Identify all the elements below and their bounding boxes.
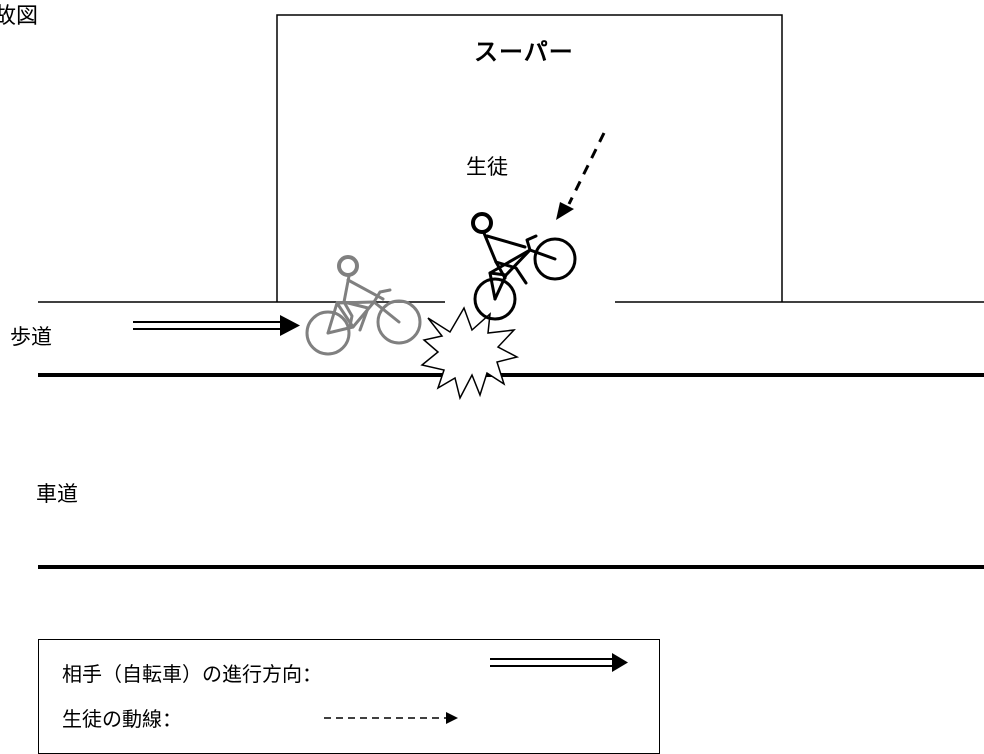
store-label: スーパー [474, 38, 574, 66]
legend-student-path-icon [324, 712, 458, 724]
roadway-label: 車道 [36, 482, 78, 506]
student-cyclist-icon [471, 212, 577, 321]
student-label: 生徒 [466, 155, 508, 179]
legend-opponent-arrow-icon [490, 653, 628, 672]
legend-opponent-label: 相手（自転車）の進行方向： [62, 662, 322, 686]
collision-burst-icon [420, 306, 520, 401]
sidewalk-label: 歩道 [10, 325, 52, 349]
opponent-cyclist-icon [305, 255, 422, 356]
diagram-title: 故図 [0, 4, 39, 29]
student-path-arrow [556, 132, 606, 220]
legend-box [38, 639, 660, 754]
store-building [276, 14, 783, 302]
opponent-direction-arrow [133, 315, 300, 336]
legend-student-label: 生徒の動線： [62, 707, 182, 731]
